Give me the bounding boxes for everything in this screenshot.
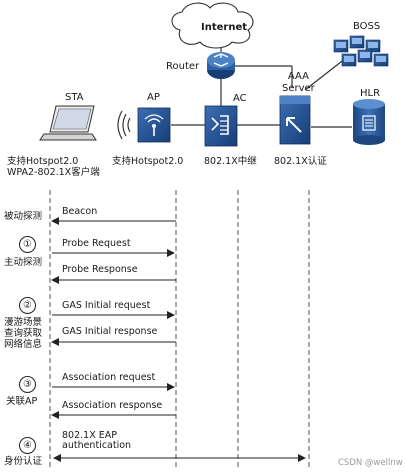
message-label: Beacon (62, 206, 98, 217)
message-label: Association response (62, 400, 163, 411)
router-label: Router (166, 61, 200, 72)
internet-cloud-icon (171, 2, 254, 49)
ac-label: AC (233, 93, 247, 104)
aaa-server-label: AAA Server (282, 71, 315, 94)
step-number: ① (19, 236, 36, 253)
ac-controller-icon (204, 105, 238, 147)
step-identity-auth: 身份认证 (4, 456, 43, 467)
boss-servers-icon (333, 35, 389, 67)
ap-label: AP (147, 92, 160, 103)
ap-role-label: 支持Hotspot2.0 (112, 156, 184, 167)
step-passive-probe: 被动探测 (4, 211, 43, 222)
message-label: Probe Response (62, 264, 138, 275)
boss-label: BOSS (353, 21, 381, 32)
ap-access-point-icon (117, 107, 171, 143)
watermark: CSDN @wellnw (338, 458, 403, 468)
message-label: 802.1X EAP authentication (62, 430, 132, 451)
step-number: ④ (19, 437, 36, 454)
aaa-role-label: 802.1X认证 (274, 156, 327, 167)
hlr-database-icon (353, 99, 385, 145)
sta-label: STA (65, 92, 84, 103)
sta-role-label: 支持Hotspot2.0 WPA2-802.1X客户端 (7, 156, 100, 178)
aaa-server-icon (279, 95, 311, 145)
step-number: ③ (19, 376, 36, 393)
hlr-label: HLR (360, 88, 381, 99)
step-active-probe: 主动探测 (4, 257, 43, 268)
message-label: GAS Initial response (62, 326, 158, 337)
step-roaming-query: 漫游场景 查询获取 网络信息 (4, 317, 43, 350)
internet-label: Internet (201, 22, 248, 33)
ac-role-label: 802.1X中继 (204, 156, 257, 167)
step-associate-ap: 关联AP (6, 396, 38, 407)
router-icon (207, 52, 235, 79)
message-label: Association request (62, 372, 156, 383)
message-label: Probe Request (62, 238, 131, 249)
message-label: GAS Initial request (62, 300, 151, 311)
sta-laptop-icon (39, 105, 97, 141)
step-number: ② (19, 297, 36, 314)
